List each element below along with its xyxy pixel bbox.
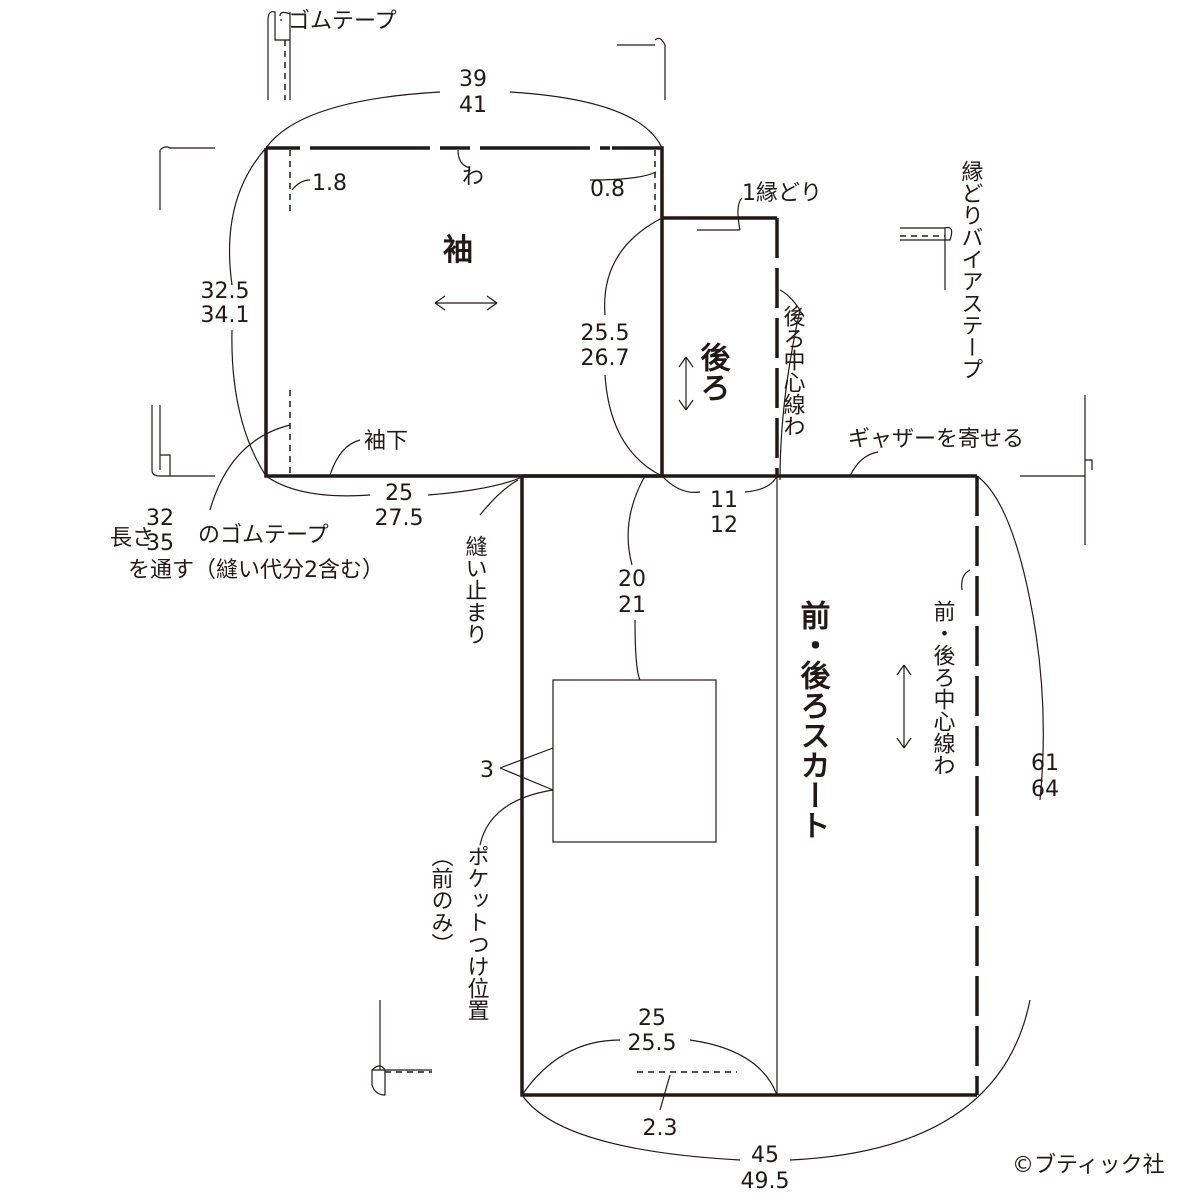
detail-sketches <box>151 11 1093 1096</box>
fold-label: わ <box>462 165 484 190</box>
elastic-note-2: を通す（縫い代分2含む） <box>128 558 384 583</box>
elastic-note-1b: のゴムテープ <box>198 523 329 548</box>
skirt-length-1: 61 <box>1031 751 1059 776</box>
back-width-2: 12 <box>710 513 738 538</box>
front-only-label: （前のみ） <box>428 845 454 955</box>
sleeve-height-2: 34.1 <box>201 303 250 328</box>
back-armhole-1: 25.5 <box>581 321 630 346</box>
hem-width-2: 25.5 <box>628 1031 677 1056</box>
pocket-pos-2: 21 <box>618 593 646 618</box>
skirt-piece <box>520 474 979 1097</box>
elastic-len-2: 35 <box>146 531 174 556</box>
skirt-cf-label: 前・後ろ中心線わ <box>930 600 956 776</box>
back-cf-label: 後ろ中心線わ <box>780 305 806 437</box>
bias-tape-label: 縁どりバイアステープ <box>958 160 984 380</box>
gom-tape-top-label: ゴムテープ <box>288 9 397 34</box>
pocket-pos-1: 20 <box>618 567 646 592</box>
elastic-note-1a: 長さ <box>110 526 154 551</box>
skirt-length-2: 64 <box>1031 777 1059 802</box>
pocket-margin: 3 <box>480 758 494 783</box>
skirt-title: 前・後ろスカート <box>795 600 831 840</box>
underarm-label: 袖下 <box>364 429 408 454</box>
sleeve-height-1: 32.5 <box>201 279 250 304</box>
pocket-label: ポケットつけ位置 <box>464 845 490 1021</box>
back-armhole-2: 26.7 <box>581 346 630 371</box>
back-width-1: 11 <box>710 488 738 513</box>
back-title: 後ろ <box>695 342 731 402</box>
binding-label: 1縁どり <box>742 181 822 206</box>
sleeve-bottom-1: 25 <box>385 481 413 506</box>
sleeve-margin-left: 1.8 <box>312 171 347 196</box>
stop-stitch-label: 縫い止まり <box>462 535 488 645</box>
sleeve-width-1: 39 <box>459 67 487 92</box>
gather-label: ギャザーを寄せる <box>848 427 1024 452</box>
sleeve-title: 袖 <box>443 233 473 268</box>
skirt-width-1: 45 <box>751 1143 779 1168</box>
hem-allow: 2.3 <box>643 1116 678 1141</box>
back-piece <box>662 197 779 476</box>
elastic-len-1: 32 <box>146 506 174 531</box>
copyright: ©ブティック社 <box>1012 1153 1165 1178</box>
skirt-width-2: 49.5 <box>741 1169 790 1194</box>
sleeve-margin-right: 0.8 <box>590 177 625 202</box>
dimension-lines <box>209 91 1044 1161</box>
sleeve-bottom-2: 27.5 <box>375 506 424 531</box>
hem-width-1: 25 <box>638 1006 666 1031</box>
sleeve-width-2: 41 <box>459 93 487 118</box>
